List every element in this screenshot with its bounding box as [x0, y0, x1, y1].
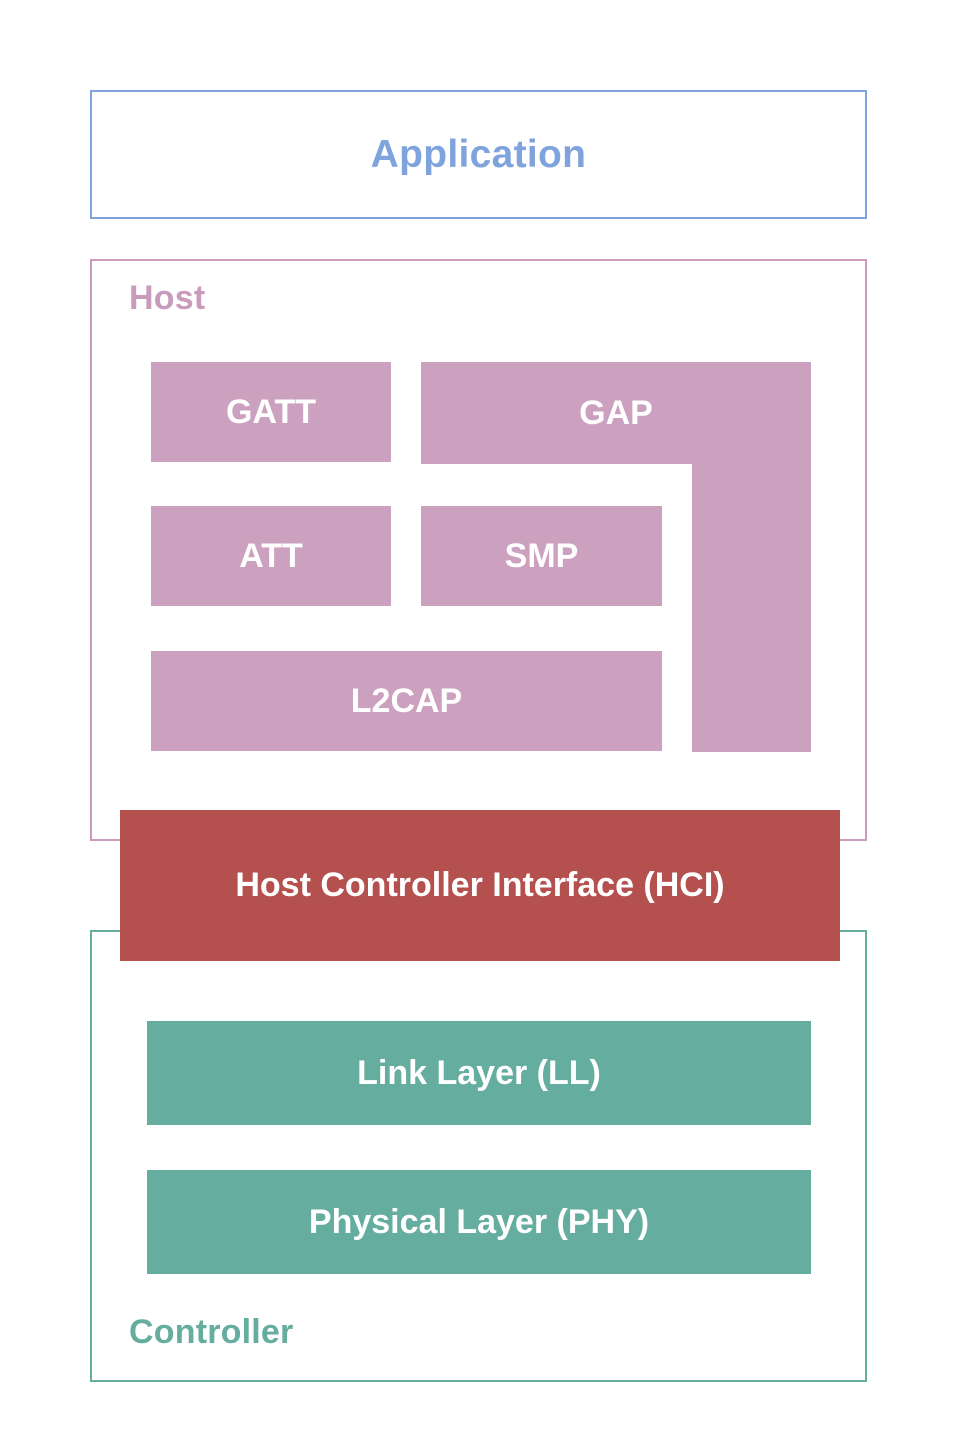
host-block-gap-label: GAP	[579, 393, 653, 432]
host-block-att: ATT	[151, 506, 391, 606]
host-container-label: Host	[129, 279, 206, 317]
controller-block-physical-layer: Physical Layer (PHY)	[147, 1170, 811, 1274]
host-block-gatt: GATT	[151, 362, 391, 462]
application-layer-box: Application	[90, 90, 867, 219]
controller-block-link-layer: Link Layer (LL)	[147, 1021, 811, 1125]
host-block-smp: SMP	[421, 506, 662, 606]
host-block-gap: GAP	[421, 362, 811, 752]
application-layer-label: Application	[370, 132, 587, 176]
gap-shape-right-arm	[692, 362, 811, 752]
host-block-l2cap: L2CAP	[151, 651, 662, 751]
host-controller-interface-bar: Host Controller Interface (HCI)	[120, 810, 840, 961]
controller-container-label: Controller	[129, 1313, 294, 1351]
